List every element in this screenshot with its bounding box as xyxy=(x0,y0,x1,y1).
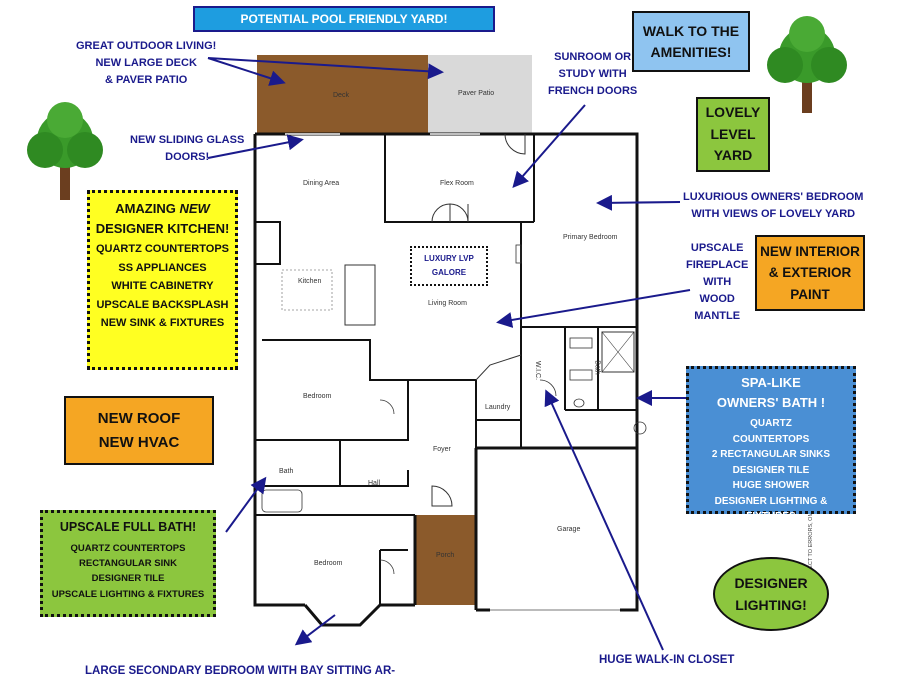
callout-closet: HUGE WALK-IN CLOSET xyxy=(599,654,735,666)
callout-sunroom-line: SUNROOM OR xyxy=(554,51,632,63)
paint-line: NEW INTERIOR xyxy=(760,243,860,259)
pool-banner: POTENTIAL POOL FRIENDLY YARD! xyxy=(193,6,495,32)
paint-line: & EXTERIOR xyxy=(768,265,852,281)
callout-outdoor: GREAT OUTDOOR LIVING! NEW LARGE DECK & P… xyxy=(76,38,216,89)
tree-icon-right xyxy=(767,16,847,113)
paver-patio-area xyxy=(428,55,532,133)
pool-banner-text: POTENTIAL POOL FRIENDLY YARD! xyxy=(240,12,448,26)
full-bath-item: DESIGNER TILE xyxy=(91,573,165,585)
room-hall: Hall xyxy=(368,480,381,487)
lvp-line: GALORE xyxy=(431,268,467,277)
spa-bath-title: SPA-LIKE xyxy=(741,375,801,390)
deck-area xyxy=(257,55,428,133)
callout-fireplace-line: FIREPLACE xyxy=(686,259,749,272)
callout-sunroom: SUNROOM OR STUDY WITH FRENCH DOORS xyxy=(548,49,637,100)
full-bath-item: QUARTZ COUNTERTOPS xyxy=(70,543,186,554)
lighting-line: DESIGNER xyxy=(734,574,808,591)
room-foyer: Foyer xyxy=(433,446,451,453)
paint-box: NEW INTERIOR & EXTERIOR PAINT xyxy=(755,235,865,311)
spa-bath-item: HUGE SHOWER xyxy=(732,480,810,492)
full-bath-box: UPSCALE FULL BATH! QUARTZ COUNTERTOPS RE… xyxy=(40,510,216,617)
spa-bath-item: DESIGNER LIGHTING & FIXTURES xyxy=(714,495,828,523)
spa-bath-title: OWNERS' BATH ! xyxy=(716,395,826,411)
full-bath-item: RECTANGULAR SINK xyxy=(79,558,177,570)
level-yard-box: LOVELY LEVEL YARD xyxy=(696,97,770,172)
kitchen-title-pre: AMAZING xyxy=(115,201,180,216)
room-kitchen: Kitchen xyxy=(298,278,322,285)
callout-fireplace-line: WOOD xyxy=(699,293,735,306)
room-wic: W.I.C. xyxy=(534,360,542,381)
callout-sunroom-line: STUDY WITH xyxy=(558,68,627,81)
spa-bath-box: SPA-LIKE OWNERS' BATH ! QUARTZ COUNTERTO… xyxy=(686,366,856,522)
room-porch: Porch xyxy=(436,552,455,559)
room-dining: Dining Area xyxy=(303,180,340,187)
full-bath-item: UPSCALE LIGHTING & FIXTURES xyxy=(51,588,205,600)
kitchen-box: AMAZING NEW DESIGNER KITCHEN! QUARTZ COU… xyxy=(87,190,238,370)
callout-fireplace-line: WITH xyxy=(703,276,732,289)
callout-outdoor-line: & PAVER PATIO xyxy=(105,74,188,87)
room-bedroom-front: Bedroom xyxy=(314,560,343,567)
paint-line: PAINT xyxy=(790,286,830,302)
spa-bath-item: 2 RECTANGULAR SINKS xyxy=(711,449,831,461)
spa-bath-item: DESIGNER TILE xyxy=(732,464,810,476)
callout-owners-line: WITH VIEWS OF LOVELY YARD xyxy=(691,208,856,221)
room-laundry: Laundry xyxy=(485,404,511,411)
kitchen-item: WHITE CABINETRY xyxy=(111,280,214,292)
room-bedroom-mid: Bedroom xyxy=(303,393,332,400)
kitchen-title-em: NEW xyxy=(179,201,210,216)
room-living: Living Room xyxy=(428,300,467,307)
amenities-line: AMENITIES! xyxy=(650,43,732,60)
roof-line: NEW HVAC xyxy=(98,433,180,451)
callout-fireplace-line: UPSCALE xyxy=(690,242,744,254)
room-primary: Primary Bedroom xyxy=(563,234,618,241)
callout-sliding-line: NEW SLIDING GLASS xyxy=(130,134,245,146)
roof-box: NEW ROOF NEW HVAC xyxy=(64,396,214,465)
callout-sunroom-line: FRENCH DOORS xyxy=(548,85,638,98)
room-garage: Garage xyxy=(557,526,581,533)
room-deck: Deck xyxy=(333,92,349,99)
callout-outdoor-line: GREAT OUTDOOR LIVING! xyxy=(76,40,217,52)
lighting-line: LIGHTING! xyxy=(735,597,807,613)
kitchen-item: NEW SINK & FIXTURES xyxy=(100,317,225,329)
callout-owners-line: LUXURIOUS OWNERS' BEDROOM xyxy=(683,191,864,203)
level-yard-line: YARD xyxy=(713,147,753,164)
kitchen-item: UPSCALE BACKSPLASH xyxy=(96,298,229,311)
room-flex: Flex Room xyxy=(440,180,474,187)
roof-line: NEW ROOF xyxy=(97,409,181,427)
room-paver: Paver Patio xyxy=(458,90,495,97)
level-yard-line: LEVEL xyxy=(710,125,756,142)
callout-sliding-line: DOORS! xyxy=(165,151,210,164)
kitchen-item: SS APPLIANCES xyxy=(118,261,207,274)
lvp-line: LUXURY LVP xyxy=(424,254,474,264)
amenities-line: WALK TO THE xyxy=(642,22,740,39)
lvp-box: LUXURY LVP GALORE xyxy=(410,246,488,286)
level-yard-line: LOVELY xyxy=(705,103,761,120)
amenities-box: WALK TO THE AMENITIES! xyxy=(632,11,750,72)
porch-area xyxy=(415,515,476,605)
kitchen-title-1: AMAZING NEW xyxy=(115,199,210,219)
callout-fireplace-line: MANTLE xyxy=(694,310,741,323)
lighting-ellipse: DESIGNER LIGHTING! xyxy=(713,557,829,631)
callout-fireplace: UPSCALE FIREPLACE WITH WOOD MANTLE xyxy=(686,240,748,325)
callout-secondary-bedroom: LARGE SECONDARY BEDROOM WITH BAY SITTING… xyxy=(85,665,396,677)
callout-owners-bedroom: LUXURIOUS OWNERS' BEDROOM WITH VIEWS OF … xyxy=(683,189,863,223)
spa-bath-item: COUNTERTOPS xyxy=(732,433,810,445)
full-bath-title: UPSCALE FULL BATH! xyxy=(59,520,197,534)
callout-sliding: NEW SLIDING GLASS DOORS! xyxy=(130,132,244,166)
tree-icon-left xyxy=(27,102,103,200)
room-bath-primary: Bath xyxy=(593,360,601,375)
spa-bath-item: QUARTZ xyxy=(750,418,792,430)
kitchen-item: QUARTZ COUNTERTOPS xyxy=(95,243,230,255)
room-bath-hall: Bath xyxy=(279,468,294,475)
callout-outdoor-line: NEW LARGE DECK xyxy=(95,57,197,70)
kitchen-title-2: DESIGNER KITCHEN! xyxy=(95,220,230,236)
